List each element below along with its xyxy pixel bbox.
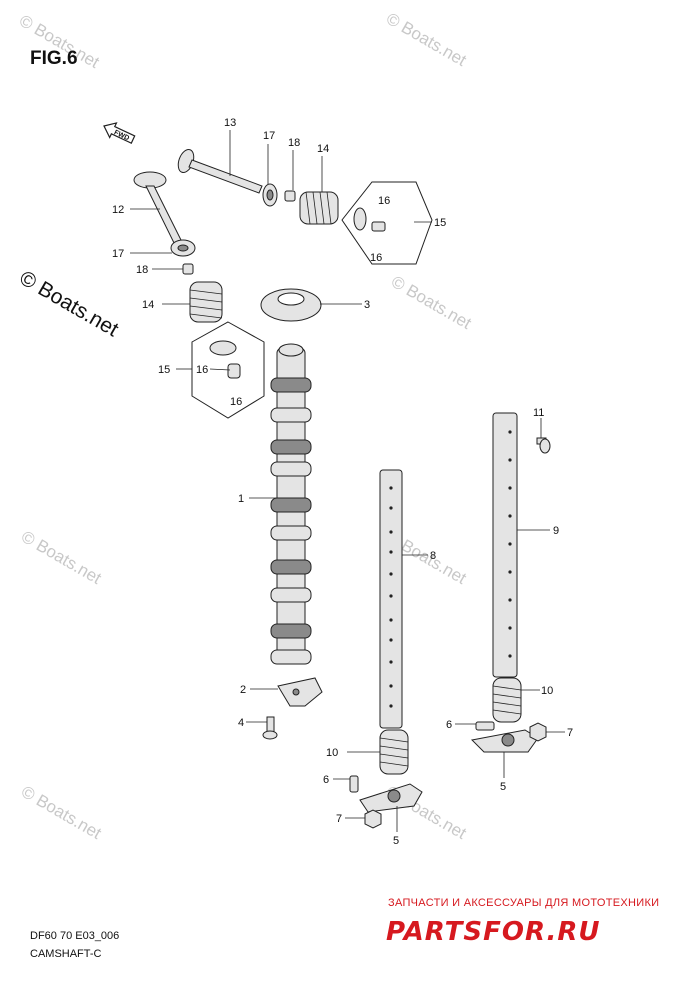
- camshaft-1: [270, 343, 312, 665]
- figure-title: FIG.6: [30, 48, 78, 69]
- callout-c18a: 18: [288, 137, 300, 149]
- callout-c6a: 6: [446, 719, 452, 731]
- callout-c9: 9: [553, 525, 559, 537]
- oil-hole: [389, 638, 393, 642]
- cam-lobe: [270, 649, 312, 665]
- oil-hole: [389, 550, 393, 554]
- figure-code: DF60 70 E03_006: [30, 930, 119, 942]
- spring-10-upper: [492, 677, 522, 723]
- cam-lobe: [270, 439, 312, 455]
- cotter-18-upper: [284, 190, 296, 202]
- oil-hole: [508, 458, 512, 462]
- cam-lobe: [270, 461, 312, 477]
- cam-lobe: [270, 587, 312, 603]
- plate-2: [277, 677, 323, 707]
- watermark: © Boats.net: [18, 527, 105, 588]
- cotter-18-lower: [182, 263, 194, 275]
- oil-hole: [389, 486, 393, 490]
- callout-c13: 13: [224, 117, 236, 129]
- callout-c16a: 16: [378, 195, 390, 207]
- watermark-large: © Boats.net: [16, 266, 123, 341]
- oil-hole: [508, 514, 512, 518]
- oil-hole: [508, 570, 512, 574]
- adjust-screw-6-lower: [349, 775, 359, 793]
- callout-c17a: 17: [263, 130, 275, 142]
- cam-lobe: [270, 559, 312, 575]
- callout-c16c: 16: [196, 364, 208, 376]
- callout-c12: 12: [112, 204, 124, 216]
- callout-c2: 2: [240, 684, 246, 696]
- cam-lobe: [270, 407, 312, 423]
- oil-hole: [389, 684, 393, 688]
- rocker-arm-5-upper: [470, 729, 539, 753]
- oil-hole: [389, 618, 393, 622]
- adjust-screw-6-upper: [475, 721, 495, 731]
- fwd-label: FWD: [113, 129, 130, 142]
- oil-hole: [508, 626, 512, 630]
- rocker-shaft-9: [492, 412, 518, 678]
- callout-c16b: 16: [370, 252, 382, 264]
- watermark: © Boats.net: [383, 9, 470, 70]
- callout-c15b: 15: [158, 364, 170, 376]
- leader-lines: [130, 130, 565, 832]
- watermark: © Boats.net: [388, 272, 475, 333]
- spring-10-lower: [379, 729, 409, 775]
- callout-c4: 4: [238, 717, 244, 729]
- callout-c16d: 16: [230, 396, 242, 408]
- oil-hole: [389, 572, 393, 576]
- oil-hole: [508, 598, 512, 602]
- cam-lobe: [270, 623, 312, 639]
- callout-c11: 11: [533, 407, 544, 419]
- callout-c14a: 14: [317, 143, 329, 155]
- hex-group-15-upper: [341, 181, 433, 265]
- rocker-arm-5-lower: [359, 783, 423, 813]
- spring-14-upper: [299, 191, 339, 225]
- callout-c14b: 14: [142, 299, 154, 311]
- oil-hole: [508, 486, 512, 490]
- watermark: © Boats.net: [18, 782, 105, 843]
- cam-lobe: [270, 497, 312, 513]
- callout-c7b: 7: [336, 813, 342, 825]
- oil-hole: [389, 660, 393, 664]
- callout-c3: 3: [364, 299, 370, 311]
- callout-c6b: 6: [323, 774, 329, 786]
- callout-c5a: 5: [500, 781, 506, 793]
- retainer-17-lower: [170, 239, 196, 257]
- valve-13: [177, 148, 263, 194]
- callout-c10a: 10: [541, 685, 553, 697]
- oil-hole: [389, 594, 393, 598]
- spring-14-lower: [189, 281, 223, 323]
- callout-c7a: 7: [567, 727, 573, 739]
- cam-lobe: [270, 377, 312, 393]
- figure-name: CAMSHAFT-C: [30, 948, 102, 960]
- oil-hole: [389, 704, 393, 708]
- callout-c5b: 5: [393, 835, 399, 847]
- rocker-shaft-8: [379, 469, 403, 729]
- brand-logo: PARTSFOR.RU: [386, 917, 600, 947]
- nut-7-lower: [364, 809, 382, 829]
- oil-hole: [508, 430, 512, 434]
- bolt-4: [262, 716, 278, 740]
- brand-tagline: ЗАПЧАСТИ И АКСЕССУАРЫ ДЛЯ МОТОТЕХНИКИ: [388, 897, 659, 909]
- fwd-arrow-icon: FWD: [103, 122, 136, 144]
- watermark-layer: © Boats.net © Boats.net © Boats.net © Bo…: [16, 9, 475, 843]
- callout-c15a: 15: [434, 217, 446, 229]
- oil-hole: [389, 530, 393, 534]
- callout-c8: 8: [430, 550, 436, 562]
- oil-hole: [389, 506, 393, 510]
- valve-12: [133, 171, 184, 248]
- callout-c18b: 18: [136, 264, 148, 276]
- callout-c10b: 10: [326, 747, 338, 759]
- oil-hole: [508, 654, 512, 658]
- nut-7-upper: [529, 722, 547, 742]
- retainer-17-upper: [262, 183, 278, 207]
- callout-c1: 1: [238, 493, 244, 505]
- oil-hole: [508, 542, 512, 546]
- callout-c17b: 17: [112, 248, 124, 260]
- screw-11: [536, 437, 551, 454]
- seal-3: [260, 288, 322, 322]
- cam-lobe: [270, 525, 312, 541]
